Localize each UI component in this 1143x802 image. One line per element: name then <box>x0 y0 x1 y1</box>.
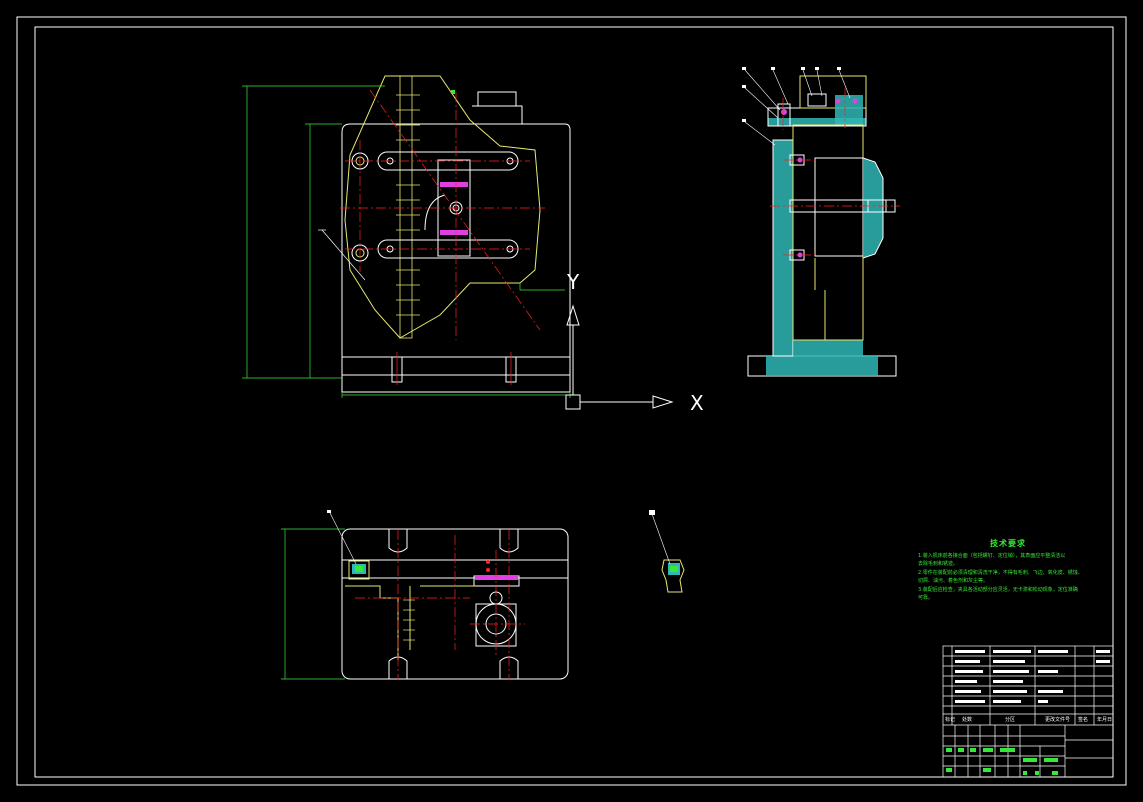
tech-note-line: 可靠。 <box>918 595 934 601</box>
tech-notes-title: 技术要求 <box>990 539 1026 548</box>
tb-header-4: 签名 <box>1078 716 1088 723</box>
tb-header-5: 年月日 <box>1097 716 1112 723</box>
x-axis-label: X <box>690 391 704 415</box>
tb-header-1: 处数 <box>962 716 972 723</box>
tb-header-2: 分区 <box>1005 716 1015 723</box>
front-view <box>242 75 571 398</box>
ucs-icon <box>565 304 674 410</box>
title-block-headers: 标记 处数 分区 更改文件号 签名 年月日 <box>945 716 1112 723</box>
side-view <box>742 67 900 377</box>
title-block-green <box>946 748 1058 775</box>
title-block-fill <box>955 650 1110 703</box>
tech-note-line: 切屑、油污、着色剂和灰尘等。 <box>918 578 989 584</box>
title-block <box>942 645 1114 778</box>
detail-view <box>649 510 685 593</box>
tech-note-line: 3.装配后应检查，夹具各活动部分应灵活，无卡滞和松动现象，定位准确 <box>918 586 1078 593</box>
tech-note-line: 2.零件在装配前必须清理和清洗干净，不得有毛刺、飞边、氧化皮、锈蚀、 <box>918 569 1083 576</box>
technical-requirements: 技术要求 1.装入机床前各接合面（包括螺钉、定位销），其表面应平整清洁以 去除毛… <box>918 539 1098 603</box>
y-axis-label: Y <box>566 270 580 294</box>
tb-header-0: 标记 <box>945 716 955 723</box>
tech-note-line: 1.装入机床前各接合面（包括螺钉、定位销），其表面应平整清洁以 <box>918 552 1066 559</box>
inner-frame <box>34 26 1114 778</box>
tb-header-3: 更改文件号 <box>1045 716 1070 723</box>
tech-note-line: 去除毛刺和锈迹。 <box>918 561 959 567</box>
top-view <box>281 510 569 680</box>
outer-frame <box>16 16 1127 786</box>
